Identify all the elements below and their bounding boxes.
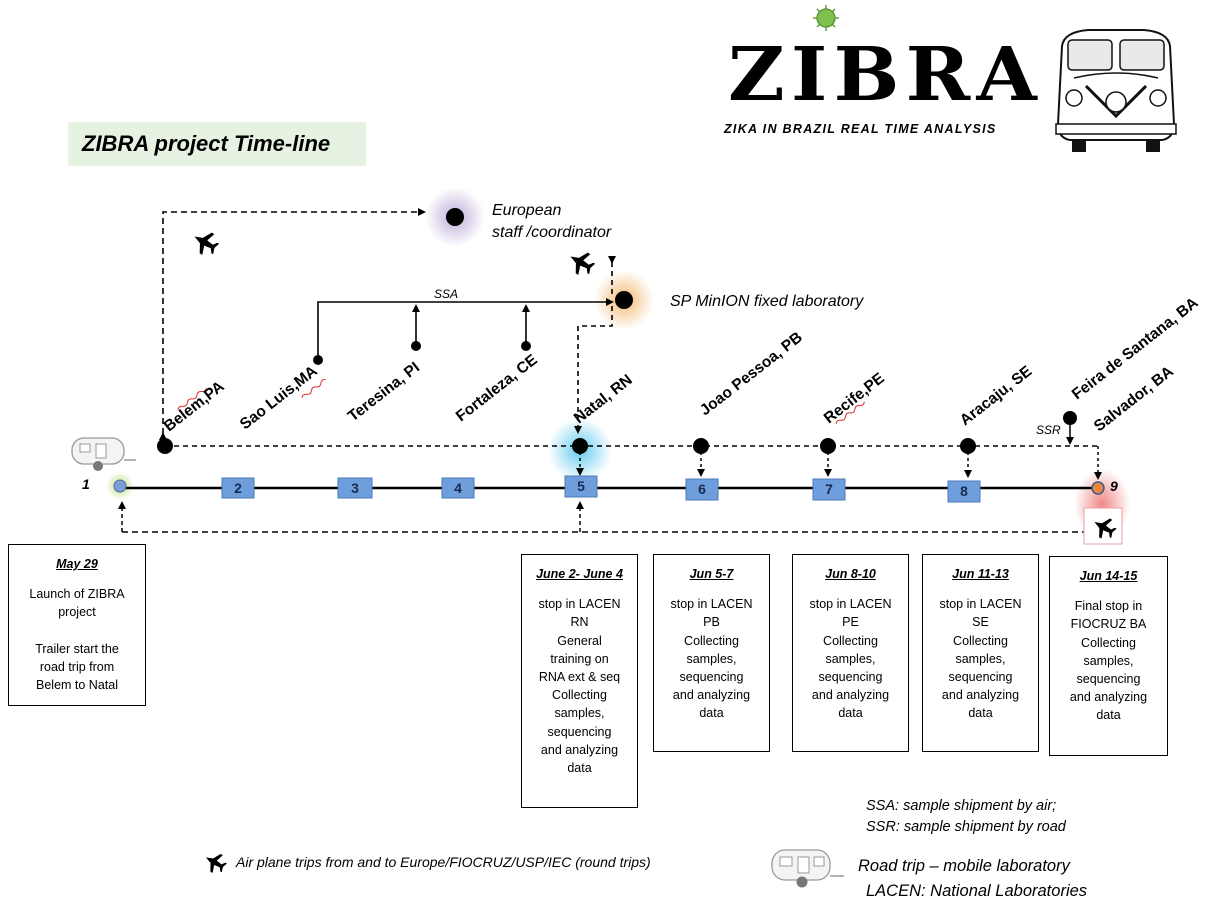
belem-node [157, 438, 173, 454]
stop-box-3 [337, 477, 373, 499]
card-date: May 29 [56, 557, 98, 571]
virus-icon [813, 5, 839, 31]
legend-road: Road trip – mobile laboratory [858, 857, 1070, 875]
stop-number-start: 1 [82, 476, 90, 492]
stop-number: 2 [234, 480, 242, 496]
card-date: June 2- June 4 [536, 567, 623, 581]
joao-pessoa-node [693, 438, 709, 454]
stop-number: 4 [454, 480, 462, 496]
legend-lacen: LACEN: National Laboratories [866, 882, 1088, 900]
stop-box-6 [685, 478, 719, 501]
zibra-logo: ZIBRA ZIKA IN BRAZIL REAL TIME ANALYSIS [722, 18, 1044, 136]
spell-underline [301, 378, 326, 399]
stop-number: 7 [825, 481, 833, 497]
spell-underline [177, 387, 207, 411]
card-text: stop in LACEN SE Collecting samples, seq… [939, 597, 1022, 721]
airplane-icon [564, 246, 599, 280]
card-june-2-4: June 2- June 4 stop in LACEN RN General … [521, 554, 638, 808]
card-text: stop in LACEN PB Collecting samples, seq… [670, 597, 753, 721]
card-text: stop in LACEN PE Collecting samples, seq… [809, 597, 892, 721]
end-node [1091, 481, 1105, 495]
stop-box-5 [564, 475, 598, 498]
stop-box-8 [947, 480, 981, 503]
airplane-icon [200, 848, 230, 877]
trailer-icon [71, 437, 136, 471]
stop-number: 3 [351, 480, 359, 496]
card-jun-14-15: Jun 14-15 Final stop in FIOCRUZ BA Colle… [1049, 556, 1168, 756]
trailer-icon [771, 849, 844, 888]
sp-lab-node [615, 291, 633, 309]
european-label: European staff /coordinator [492, 202, 612, 241]
stop-box-4 [441, 477, 475, 499]
spell-underline [835, 401, 865, 425]
logo-subtitle: ZIKA IN BRAZIL REAL TIME ANALYSIS [724, 122, 997, 136]
legend-ssa: SSA: sample shipment by air; [866, 798, 1057, 814]
card-jun-5-7: Jun 5-7 stop in LACEN PB Collecting samp… [653, 554, 770, 752]
card-may-29: May 29 Launch of ZIBRA project Trailer s… [8, 544, 146, 706]
sp-lab-label: SP MinION fixed laboratory [670, 293, 864, 310]
legend-ssr: SSR: sample shipment by road [866, 819, 1066, 835]
card-date: Jun 5-7 [689, 567, 734, 581]
card-jun-8-10: Jun 8-10 stop in LACEN PE Collecting sam… [792, 554, 909, 752]
page-title: ZIBRA project Time-line [68, 122, 366, 166]
card-text: Launch of ZIBRA project Trailer start th… [29, 587, 125, 693]
aracaju-node [960, 438, 976, 454]
stop-number: 6 [698, 481, 706, 497]
airplane-icon [188, 226, 223, 260]
ssa-tag: SSA [434, 287, 459, 301]
natal-node [572, 438, 588, 454]
european-node [446, 208, 464, 226]
stop-box-2 [221, 477, 255, 499]
ssr-tag: SSR [1036, 423, 1061, 437]
card-date: Jun 11-13 [952, 567, 1009, 581]
stop-number: 8 [960, 483, 968, 499]
sao-luis-node [313, 355, 323, 365]
legend-plane: Air plane trips from and to Europe/FIOCR… [236, 854, 651, 870]
logo-word: ZIBRA [728, 32, 1044, 118]
sp-to-natal-link [574, 306, 613, 434]
van-icon [1055, 29, 1177, 152]
card-text: stop in LACEN RN General training on RNA… [538, 597, 621, 776]
stop-box-7 [812, 478, 846, 501]
teresina-ssa-node [411, 341, 421, 351]
stop-number: 5 [577, 478, 585, 494]
ssa-line [317, 298, 614, 360]
feira-node [1063, 411, 1077, 425]
belem-to-europe-link [159, 208, 426, 440]
card-date: Jun 14-15 [1079, 569, 1138, 583]
card-jun-11-13: Jun 11-13 stop in LACEN SE Collecting sa… [922, 554, 1039, 752]
start-node [113, 479, 127, 493]
card-date: Jun 8-10 [825, 567, 876, 581]
stop-number-end: 9 [1110, 478, 1118, 494]
card-text: Final stop in FIOCRUZ BA Collecting samp… [1069, 599, 1148, 723]
recife-node [820, 438, 836, 454]
fortaleza-ssa-node [521, 341, 531, 351]
